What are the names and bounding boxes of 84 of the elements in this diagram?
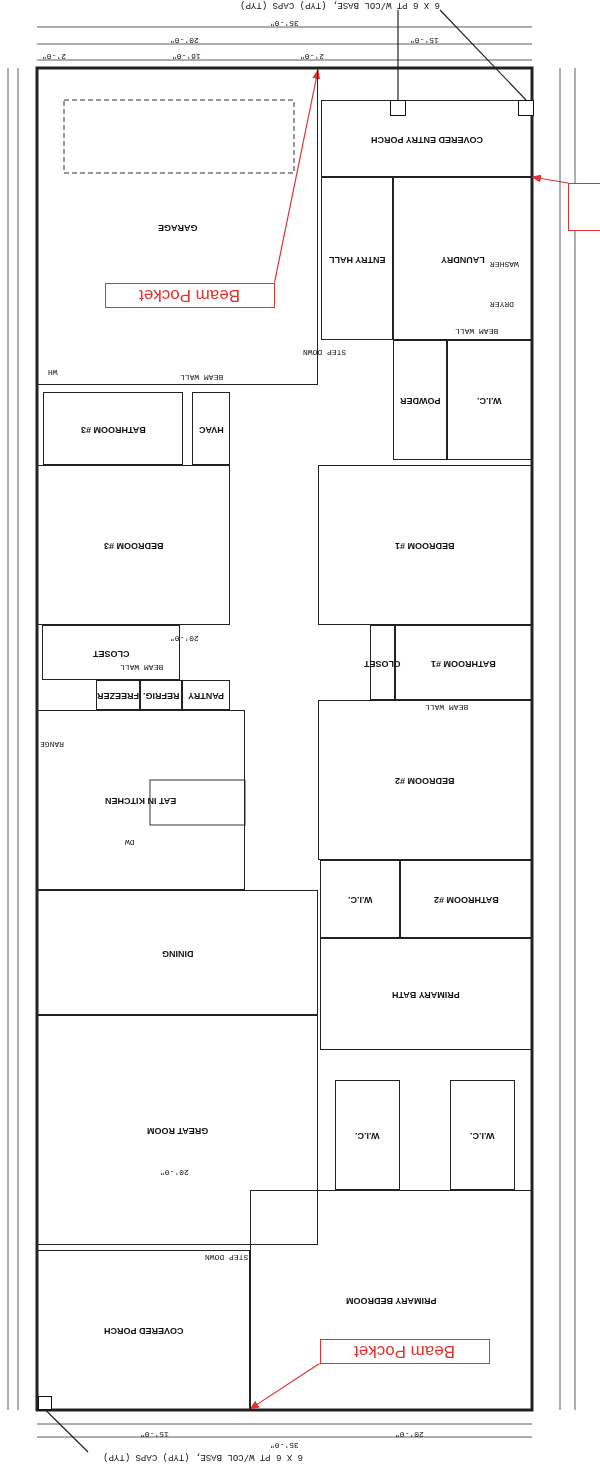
room-area: [318, 465, 532, 625]
room-name: REFRIG.: [142, 690, 180, 700]
room-name: EAT IN KITCHEN: [105, 795, 177, 805]
dimension-text: 2'-0": [300, 52, 324, 61]
plan-label: WH: [48, 368, 58, 377]
room-area: [140, 680, 182, 710]
note-text: 6 X 6 PT W/COL BASE, (TYP) CAPS (TYP): [225, 0, 440, 10]
room-area: [37, 1015, 318, 1245]
room-name: W.I.C.: [470, 1130, 495, 1140]
plan-label: BEAM WALL: [120, 663, 164, 672]
column-post: [37, 1395, 52, 1410]
plan-label: WASHER: [490, 260, 519, 269]
room-name: W.I.C.: [355, 1130, 380, 1140]
plan-label: STEP DOWN: [205, 1253, 249, 1262]
room-area: [450, 1080, 515, 1190]
room-area: [318, 700, 532, 860]
room-name: W.I.C.: [477, 395, 502, 405]
room-name: HVAC: [198, 423, 224, 434]
plan-label: RANGE: [40, 740, 64, 749]
column-post: [390, 100, 406, 116]
dimension-text: 2'-0": [42, 52, 66, 61]
dimension-text: 15'-0": [410, 36, 439, 45]
dimension-text: 35'-0": [270, 1441, 299, 1450]
room-area: [37, 1250, 250, 1410]
room-area: [320, 860, 400, 938]
room-area: [37, 890, 318, 1015]
plan-label: BEAM WALL: [455, 327, 499, 336]
dimension-text: 20'-0": [170, 36, 199, 45]
room-name: PRIMARY BATH: [392, 989, 460, 999]
arrow: [273, 69, 321, 284]
plan-label: BEAM WALL: [425, 703, 469, 712]
room-name: GARAGE: [157, 221, 198, 232]
arrow: [249, 1362, 321, 1410]
room-name: BATHROOM #3: [80, 423, 146, 434]
room-name: W.I.C.: [347, 894, 373, 904]
leader-line: [44, 1408, 89, 1453]
room-name: BATHROOM #1: [431, 657, 496, 668]
callout-box: Beam Pocket: [319, 1338, 490, 1364]
room-area: [96, 680, 140, 710]
room-area: [321, 177, 393, 340]
room-name: PRIMARY BEDROOM: [345, 1295, 437, 1305]
room-area: [321, 100, 533, 177]
room-name: GREAT ROOM: [146, 1125, 209, 1135]
room-name: BEDROOM #3: [103, 540, 164, 550]
room-area: [393, 340, 447, 460]
room-name: BEDROOM #2: [395, 775, 455, 785]
plan-label: BEAM WALL: [180, 373, 224, 382]
room-name: ENTRY HALL: [328, 253, 386, 264]
room-area: [37, 465, 230, 625]
room-area: [43, 392, 183, 465]
room-area: [335, 1080, 400, 1190]
room-area: [37, 710, 245, 890]
room-name: POWDER: [399, 395, 441, 405]
room-area: [447, 340, 532, 460]
callout-box: [568, 183, 600, 231]
room-area: [393, 177, 532, 340]
room-area: [250, 1190, 532, 1410]
dimension-text: 20'-0": [160, 1168, 189, 1177]
room-name: COVERED PORCH: [103, 1325, 184, 1335]
room-name: CLOSET: [92, 647, 130, 658]
dimension-text: 16'-0": [172, 52, 201, 61]
dimension-text: 15'-0": [140, 1430, 169, 1439]
plan-label: DRYER: [490, 300, 514, 309]
room-area: [182, 680, 230, 710]
dimension-text: 20'-0": [170, 634, 199, 643]
dimension-text: 35'-0": [270, 19, 299, 28]
room-area: [192, 392, 230, 465]
dimension-text: 20'-0": [395, 1430, 424, 1439]
plan-label: DW: [125, 838, 135, 847]
room-name: FREEZER: [97, 690, 139, 700]
room-area: [400, 860, 532, 938]
callout-box: Beam Pocket: [104, 282, 275, 308]
note-text: 6 X 6 PT W/COL BASE, (TYP) CAPS (TYP): [88, 1452, 303, 1462]
room-area: [320, 938, 532, 1050]
room-name: PANTRY: [188, 690, 224, 700]
plan-label: STEP DOWN: [303, 348, 347, 357]
column-post: [518, 100, 534, 116]
room-name: DINING: [161, 947, 194, 958]
room-name: BEDROOM #1: [395, 540, 455, 550]
arrow: [531, 174, 569, 184]
room-name: LAUNDRY: [440, 253, 485, 264]
room-name: BATHROOM #2: [433, 894, 499, 904]
room-name: COVERED ENTRY PORCH: [371, 133, 483, 144]
leader-line: [397, 9, 399, 101]
